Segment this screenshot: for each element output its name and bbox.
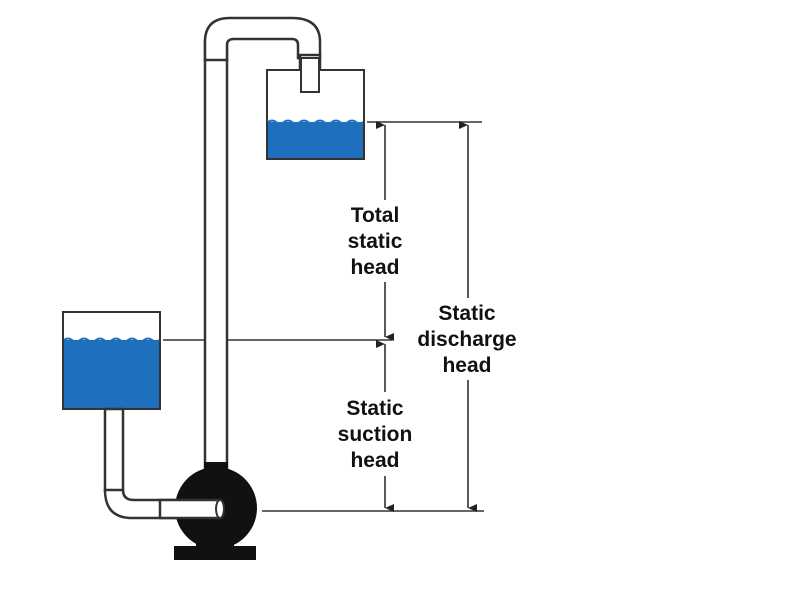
label-static-discharge-head: Static discharge head	[417, 302, 516, 377]
static-suction-head-line-2: suction	[338, 423, 413, 446]
total-static-head-line-2: static	[348, 230, 403, 253]
total-static-head-line-3: head	[350, 256, 399, 279]
static-discharge-head-line-2: discharge	[417, 328, 516, 351]
static-discharge-head-line-3: head	[442, 354, 491, 377]
label-static-suction-head: Static suction head	[338, 397, 413, 472]
upper-tank	[266, 57, 365, 160]
dimension-arrows	[376, 121, 477, 512]
static-suction-head-line-3: head	[350, 449, 399, 472]
lower-tank	[62, 311, 161, 410]
total-static-head-line-1: Total	[351, 204, 400, 227]
static-suction-head-line-1: Static	[346, 397, 404, 420]
static-discharge-head-line-1: Static	[438, 302, 496, 325]
suction-pipe-inlet	[158, 498, 225, 520]
label-total-static-head: Total static head	[348, 204, 403, 279]
